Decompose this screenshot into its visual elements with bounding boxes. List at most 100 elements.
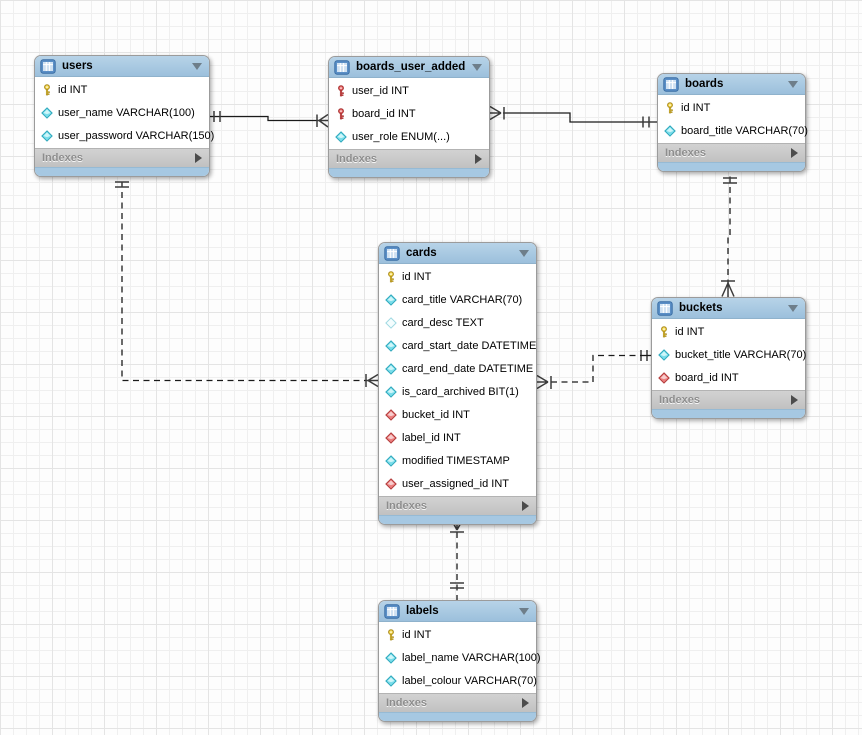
triangle-down-icon[interactable] [472, 63, 482, 71]
attribute-diamond-icon [385, 652, 397, 664]
column-text: user_role ENUM(...) [352, 130, 450, 143]
indexes-bar[interactable]: Indexes [379, 496, 536, 515]
table-title: cards [406, 247, 437, 259]
column-row[interactable]: id INT [379, 623, 536, 646]
column-text: id INT [402, 270, 432, 283]
column-row[interactable]: modified TIMESTAMP [379, 449, 536, 472]
attribute-diamond-icon [41, 130, 53, 142]
column-list: id INT label_name VARCHAR(100) label_col… [379, 622, 541, 693]
primary-key-icon [41, 84, 53, 96]
triangle-down-icon[interactable] [519, 607, 529, 615]
column-row[interactable]: id INT [35, 78, 209, 101]
relationship-users-boards_user_added[interactable] [210, 111, 329, 128]
table-bottom-bar [379, 515, 536, 524]
attribute-diamond-icon [335, 131, 347, 143]
foreign-key-diamond-icon [385, 409, 397, 421]
attribute-diamond-icon [385, 386, 397, 398]
column-row[interactable]: label_colour VARCHAR(70) [379, 669, 537, 692]
table-header[interactable]: boards [658, 74, 805, 95]
column-row[interactable]: card_end_date DATETIME [379, 357, 536, 380]
column-text: board_id INT [352, 107, 416, 120]
table-bottom-bar [652, 409, 805, 418]
column-text: board_title VARCHAR(70) [681, 124, 808, 137]
column-row[interactable]: bucket_id INT [379, 403, 536, 426]
column-text: card_end_date DATETIME [402, 362, 534, 375]
column-row[interactable]: board_id INT [329, 102, 489, 125]
attribute-diamond-icon [664, 125, 676, 137]
attribute-diamond-icon [385, 294, 397, 306]
table-icon [334, 60, 350, 75]
table-icon [384, 604, 400, 619]
indexes-label: Indexes [386, 500, 427, 512]
column-row[interactable]: bucket_title VARCHAR(70) [652, 343, 806, 366]
triangle-right-icon[interactable] [475, 154, 482, 164]
table-icon [663, 77, 679, 92]
column-row[interactable]: card_title VARCHAR(70) [379, 288, 536, 311]
indexes-bar[interactable]: Indexes [652, 390, 805, 409]
column-text: id INT [681, 101, 711, 114]
table-header[interactable]: labels [379, 601, 536, 622]
column-row[interactable]: board_title VARCHAR(70) [658, 119, 808, 142]
table-labels[interactable]: labels id INT label_name VARCHAR(100) la… [378, 600, 541, 722]
triangle-right-icon[interactable] [791, 395, 798, 405]
column-row[interactable]: card_start_date DATETIME [379, 334, 536, 357]
column-row[interactable]: id INT [658, 96, 805, 119]
triangle-right-icon[interactable] [522, 698, 529, 708]
primary-key-icon [658, 326, 670, 338]
column-row[interactable]: user_assigned_id INT [379, 472, 536, 495]
indexes-bar[interactable]: Indexes [379, 693, 536, 712]
column-row[interactable]: is_card_archived BIT(1) [379, 380, 536, 403]
column-row[interactable]: id INT [652, 320, 805, 343]
table-header[interactable]: buckets [652, 298, 805, 319]
column-row[interactable]: user_password VARCHAR(150) [35, 124, 214, 147]
column-text: modified TIMESTAMP [402, 454, 510, 467]
column-row[interactable]: label_name VARCHAR(100) [379, 646, 541, 669]
attribute-diamond-icon [385, 675, 397, 687]
table-boards_user_added[interactable]: boards_user_added user_id INT board_id I… [328, 56, 490, 178]
column-row[interactable]: user_role ENUM(...) [329, 125, 489, 148]
primary-key-icon [664, 102, 676, 114]
table-buckets[interactable]: buckets id INT bucket_title VARCHAR(70) … [651, 297, 806, 419]
column-text: bucket_id INT [402, 408, 470, 421]
triangle-right-icon[interactable] [791, 148, 798, 158]
triangle-down-icon[interactable] [788, 304, 798, 312]
triangle-right-icon[interactable] [522, 501, 529, 511]
primary-key-icon [385, 629, 397, 641]
foreign-key-diamond-icon [385, 432, 397, 444]
triangle-right-icon[interactable] [195, 153, 202, 163]
column-row[interactable]: user_name VARCHAR(100) [35, 101, 209, 124]
table-icon [657, 301, 673, 316]
column-row[interactable]: id INT [379, 265, 536, 288]
triangle-down-icon[interactable] [519, 249, 529, 257]
table-header[interactable]: users [35, 56, 209, 77]
relationship-buckets-cards[interactable] [536, 350, 651, 390]
indexes-label: Indexes [659, 394, 700, 406]
table-title: boards [685, 78, 724, 90]
table-boards[interactable]: boards id INT board_title VARCHAR(70) In… [657, 73, 808, 172]
table-cards[interactable]: cards id INT card_title VARCHAR(70) card… [378, 242, 537, 525]
relationship-boards_user_added-boards[interactable] [489, 105, 657, 128]
table-header[interactable]: boards_user_added [329, 57, 489, 78]
nullable-attribute-diamond-icon [385, 317, 397, 329]
table-title: users [62, 60, 93, 72]
triangle-down-icon[interactable] [788, 80, 798, 88]
relationship-boards-buckets[interactable] [721, 166, 737, 297]
column-row[interactable]: board_id INT [652, 366, 805, 389]
table-header[interactable]: cards [379, 243, 536, 264]
table-users[interactable]: users id INT user_name VARCHAR(100) user… [34, 55, 214, 177]
triangle-down-icon[interactable] [192, 62, 202, 70]
table-icon [384, 246, 400, 261]
relationship-users-cards[interactable] [115, 171, 379, 388]
column-row[interactable]: card_desc TEXT [379, 311, 536, 334]
relationship-labels-cards[interactable] [450, 518, 464, 600]
indexes-label: Indexes [665, 147, 706, 159]
indexes-bar[interactable]: Indexes [35, 148, 209, 167]
indexes-bar[interactable]: Indexes [329, 149, 489, 168]
indexes-label: Indexes [386, 697, 427, 709]
column-row[interactable]: user_id INT [329, 79, 489, 102]
column-text: card_start_date DATETIME [402, 339, 537, 352]
indexes-bar[interactable]: Indexes [658, 143, 805, 162]
attribute-diamond-icon [658, 349, 670, 361]
column-row[interactable]: label_id INT [379, 426, 536, 449]
